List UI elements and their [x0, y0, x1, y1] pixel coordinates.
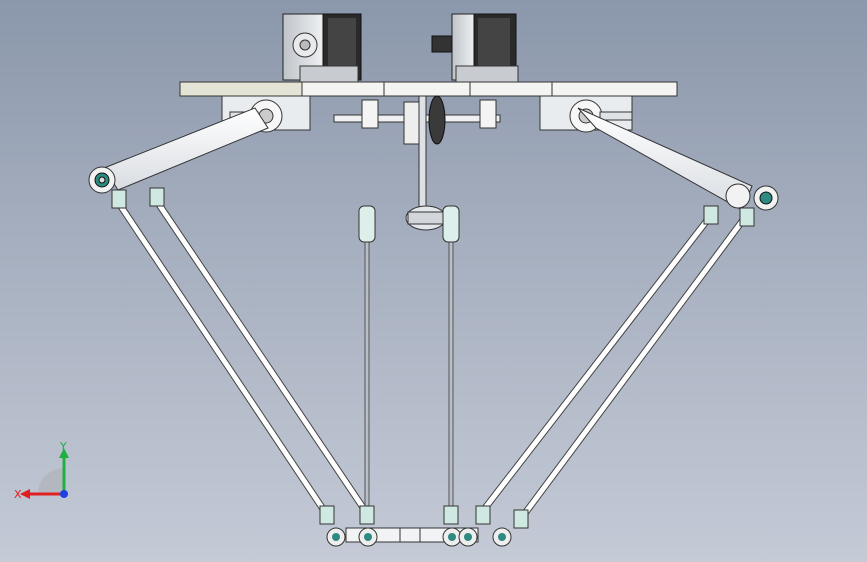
telescopic-shaft[interactable]	[405, 95, 447, 231]
upper-arm-right[interactable]	[577, 107, 779, 211]
x-axis-label: X	[14, 488, 22, 501]
bearing-block-left[interactable]	[221, 95, 311, 133]
stepper-motor-left[interactable]	[282, 13, 362, 83]
upper-arm-left[interactable]	[88, 107, 269, 194]
axis-triad: Y X	[14, 440, 69, 501]
drive-shaft[interactable]	[333, 95, 501, 145]
top-plate[interactable]	[179, 81, 678, 97]
vertical-rods[interactable]	[358, 205, 460, 512]
parallel-rods-right[interactable]	[478, 205, 755, 524]
z-axis-dot	[60, 490, 68, 498]
y-axis-label: Y	[59, 440, 67, 453]
stepper-motor-right[interactable]	[431, 13, 519, 83]
end-effector[interactable]	[319, 505, 529, 547]
y-axis-head	[59, 448, 69, 458]
x-axis-head	[20, 489, 30, 499]
triad-plane	[38, 468, 64, 494]
parallel-rods-left[interactable]	[111, 187, 370, 516]
